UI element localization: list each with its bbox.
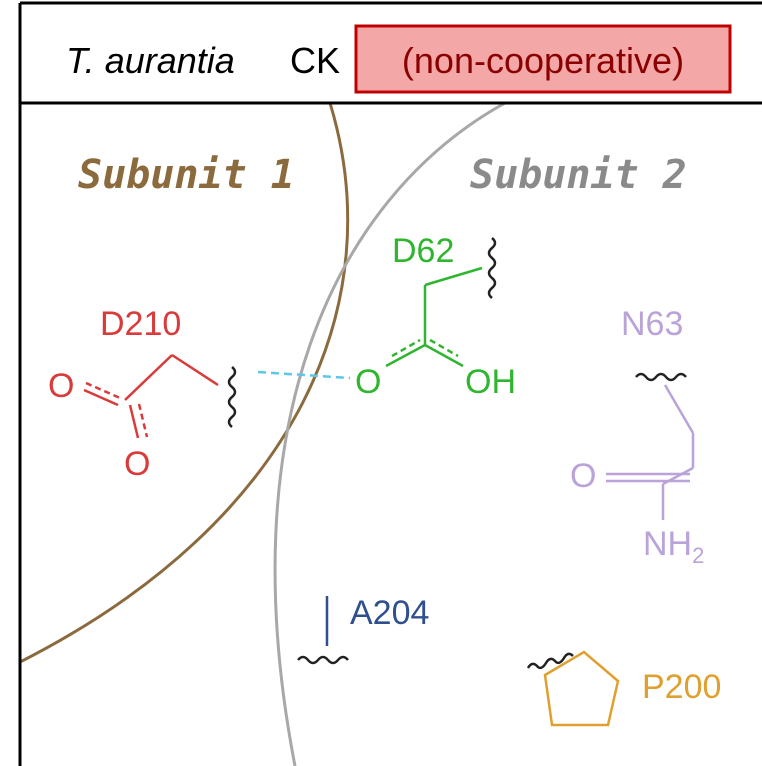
p200-backbone-squiggle bbox=[526, 652, 574, 670]
cooperativity-badge bbox=[354, 24, 732, 94]
residue-d210 bbox=[83, 353, 219, 439]
n63-amine-base: NH bbox=[643, 525, 692, 563]
d210-label: D210 bbox=[100, 305, 181, 343]
p200-ring bbox=[543, 650, 620, 727]
d210-backbone-squiggle bbox=[227, 366, 237, 428]
header-suffix: CK bbox=[290, 40, 340, 81]
subunit-2-boundary bbox=[273, 103, 506, 766]
n63-amine-subscript: 2 bbox=[692, 543, 704, 568]
subunit-1-label: Subunit 1 bbox=[78, 152, 295, 198]
residue-n63 bbox=[606, 384, 695, 520]
d62-backbone-squiggle bbox=[487, 237, 497, 299]
d62-label: D62 bbox=[392, 232, 454, 270]
header-species: T. aurantia bbox=[66, 40, 235, 81]
a204-label: A204 bbox=[350, 594, 429, 632]
d210-oxygen-top: O bbox=[48, 367, 74, 405]
d62-oxygen: O bbox=[355, 363, 381, 401]
n63-oxygen: O bbox=[570, 457, 596, 495]
n63-label: N63 bbox=[621, 305, 683, 343]
n63-amine: NH2 bbox=[643, 525, 704, 568]
subunit-1-boundary bbox=[20, 103, 350, 664]
n63-backbone-squiggle bbox=[635, 372, 687, 382]
residue-d62 bbox=[385, 266, 483, 368]
p200-label: P200 bbox=[642, 668, 721, 706]
cooperativity-label: (non-cooperative) bbox=[402, 40, 684, 81]
d210-oxygen-bottom: O bbox=[124, 445, 150, 483]
hydrogen-bond bbox=[257, 370, 351, 380]
a204-backbone-squiggle bbox=[297, 655, 349, 665]
panel-body bbox=[20, 103, 762, 766]
d62-hydroxyl: OH bbox=[465, 363, 516, 401]
subunit-2-label: Subunit 2 bbox=[470, 152, 687, 198]
